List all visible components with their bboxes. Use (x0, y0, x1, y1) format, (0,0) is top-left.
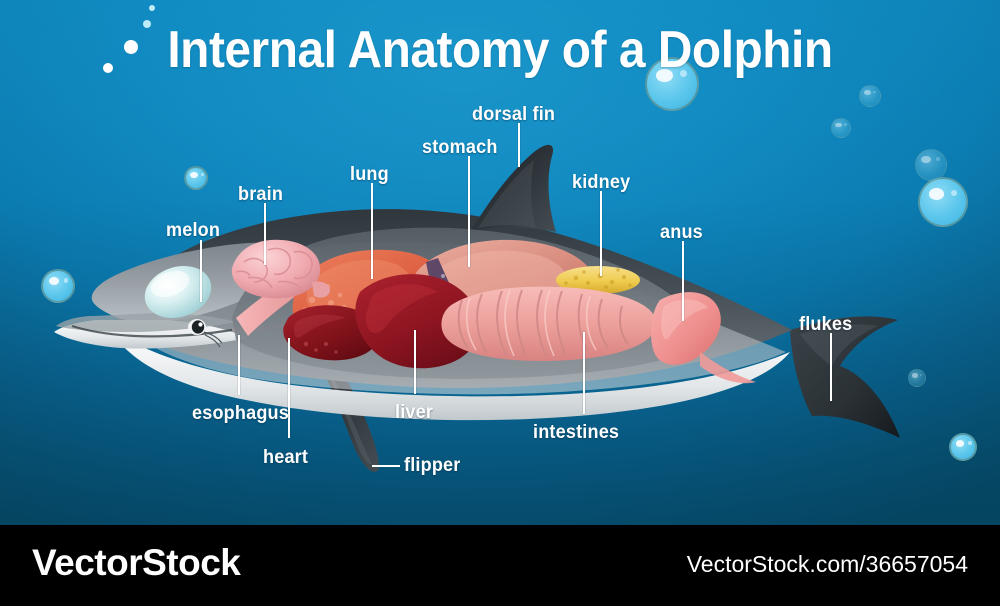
leader-line-melon (200, 240, 202, 302)
bubble-highlight-small (950, 189, 957, 196)
bubble (41, 269, 75, 303)
bubble-highlight-small (919, 373, 923, 377)
bubble-highlight (955, 440, 965, 447)
dolphin-belly (112, 330, 790, 421)
leader-line-heart (288, 338, 290, 438)
leader-line-flukes (830, 333, 832, 401)
label-melon: melon (166, 220, 221, 241)
bubble (915, 149, 947, 181)
leader-line-esophagus (238, 335, 240, 395)
organ-flukes (790, 316, 900, 438)
bubble (859, 85, 881, 107)
surface-dot (103, 63, 113, 73)
leader-line-kidney (600, 191, 602, 276)
vectorstock-url: VectorStock.com/36657054 (686, 551, 968, 577)
page-title: Internal Anatomy of a Dolphin (167, 21, 833, 79)
label-brain: brain (238, 184, 284, 205)
leader-line-lung (371, 183, 373, 279)
bubble-highlight (863, 89, 871, 96)
organ-anus (651, 292, 756, 384)
bubble-highlight (48, 277, 60, 286)
bubble-highlight-small (935, 156, 940, 161)
label-liver: liver (395, 402, 434, 423)
surface-dot (149, 5, 155, 11)
leader-line-stomach (468, 156, 470, 267)
label-kidney: kidney (572, 172, 631, 193)
label-heart: heart (263, 447, 309, 468)
bubble-highlight-small (200, 173, 204, 177)
bubble-highlight-small (968, 440, 972, 445)
bubble-highlight (928, 188, 944, 200)
leader-line-liver (414, 330, 416, 394)
bubble (949, 433, 977, 461)
label-dorsal-fin: dorsal fin (472, 104, 556, 125)
organ-kidney (556, 266, 640, 294)
surface-dot (124, 40, 138, 54)
bubble-highlight (921, 155, 932, 164)
label-intestines: intestines (533, 422, 620, 443)
bubble-highlight (190, 172, 198, 179)
bubble-highlight-small (679, 70, 687, 78)
organ-dorsal-fin (470, 144, 556, 232)
bubble (831, 118, 851, 138)
bubble-highlight (835, 122, 842, 128)
label-flukes: flukes (799, 314, 853, 335)
bubble (908, 369, 926, 387)
organ-heart (283, 305, 379, 361)
bubble-highlight-small (63, 278, 69, 283)
bubble (645, 57, 699, 111)
label-anus: anus (660, 222, 703, 243)
leader-line-intestines (583, 332, 585, 414)
leader-line-flipper (372, 465, 400, 467)
organ-liver (355, 274, 479, 369)
leader-line-brain (264, 203, 266, 265)
leader-line-dorsal-fin (518, 123, 520, 167)
vectorstock-logo: VectorStock (32, 542, 241, 583)
label-flipper: flipper (404, 455, 461, 476)
label-esophagus: esophagus (192, 403, 290, 424)
organ-melon (144, 266, 212, 318)
label-lung: lung (350, 164, 389, 185)
organ-intestines (441, 286, 657, 362)
bubble-highlight (656, 68, 673, 82)
label-stomach: stomach (422, 137, 498, 158)
bubble-highlight-small (873, 90, 877, 94)
footer-bar: VectorStock VectorStock.com/36657054 (0, 525, 1000, 606)
leader-line-anus (682, 241, 684, 321)
surface-dot (143, 20, 151, 28)
bubble-highlight (912, 373, 918, 378)
bubble-highlight-small (844, 123, 847, 126)
bubble (918, 177, 968, 227)
organ-brain (231, 239, 330, 299)
bubble (184, 166, 208, 190)
dolphin-eye (188, 319, 223, 348)
